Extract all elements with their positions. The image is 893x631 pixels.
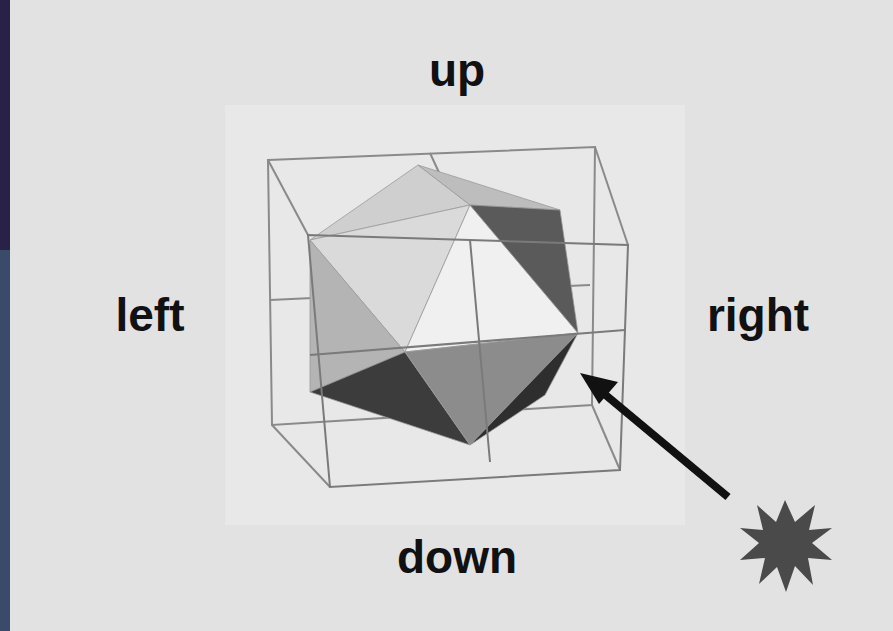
panel (225, 105, 685, 525)
icosahedron (310, 165, 578, 445)
direction-label: right (707, 290, 809, 341)
direction-label: left (116, 290, 185, 341)
direction-label: down (397, 532, 517, 583)
direction-label: up (429, 45, 485, 96)
wire-cube (308, 235, 628, 487)
edge-strip (0, 0, 10, 250)
edge-strip (0, 250, 10, 631)
wire-cube (268, 147, 628, 487)
light-source-star (740, 500, 832, 592)
arrow-head (580, 373, 618, 404)
light-arrow (602, 392, 728, 497)
